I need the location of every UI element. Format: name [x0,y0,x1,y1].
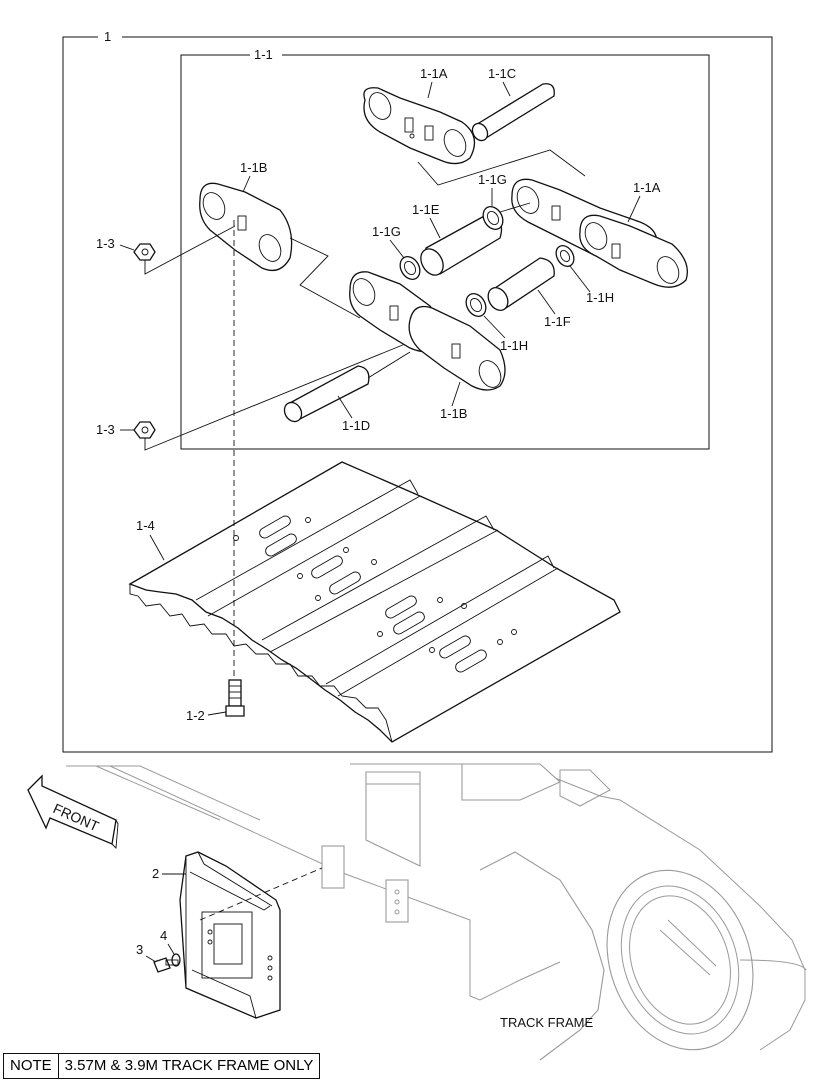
guard-2 [179,851,281,1019]
bushing-1-1f [487,257,555,311]
assembly-frame: 1 [62,29,773,753]
label-pin-d: 1-1D [342,418,370,433]
spacer-1-1h-mid [465,293,487,317]
label-link-a-right: 1-1A [633,180,661,195]
link-1-1b-upper [199,182,293,272]
label-seal-g-left: 1-1G [372,224,401,239]
label-link-a-top: 1-1A [420,66,448,81]
nut-upper [133,243,156,261]
track-frame [66,763,807,1061]
nut-lower [133,421,156,439]
label-link-b-top: 1-1B [240,160,267,175]
label-bushing-f: 1-1F [544,314,571,329]
label-sub-assembly: 1-1 [254,47,273,62]
link-1-1a-top [363,87,476,165]
label-seal-g-right: 1-1G [478,172,507,187]
label-spacer-h-mid: 1-1H [500,338,528,353]
label-guard-bolt: 3 [136,942,143,957]
note-text: 3.57M & 3.9M TRACK FRAME ONLY [64,1057,314,1074]
label-assembly: 1 [104,29,111,44]
sub-assembly-frame: 1-1 [180,47,710,450]
bolt-3 [153,957,179,973]
front-arrow: FRONT [27,774,119,850]
seal-1-1g-right [482,206,504,230]
bushing-1-1e [420,213,503,276]
label-shoe: 1-4 [136,518,155,533]
label-washer: 4 [160,928,167,943]
note-label: NOTE [4,1054,59,1078]
label-track-frame: TRACK FRAME [500,1015,594,1030]
label-nut-lower: 1-3 [96,422,115,437]
bolt-1-2 [225,679,245,717]
track-shoes-1-4 [128,461,621,743]
label-link-b-bottom: 1-1B [440,406,467,421]
label-spacer-h-right: 1-1H [586,290,614,305]
pin-1-1d [283,365,370,423]
label-bolt: 1-2 [186,708,205,723]
link-1-1b-lower [349,271,506,391]
seal-1-1g-left [399,256,421,280]
label-bushing-e: 1-1E [412,202,440,217]
pin-1-1c [471,83,555,142]
spacer-1-1h-right [555,245,575,267]
link-1-1a-right [511,178,689,288]
label-guard: 2 [152,866,159,881]
note-box: NOTE 3.57M & 3.9M TRACK FRAME ONLY [3,1053,321,1079]
label-pin-c: 1-1C [488,66,516,81]
label-nut-upper: 1-3 [96,236,115,251]
